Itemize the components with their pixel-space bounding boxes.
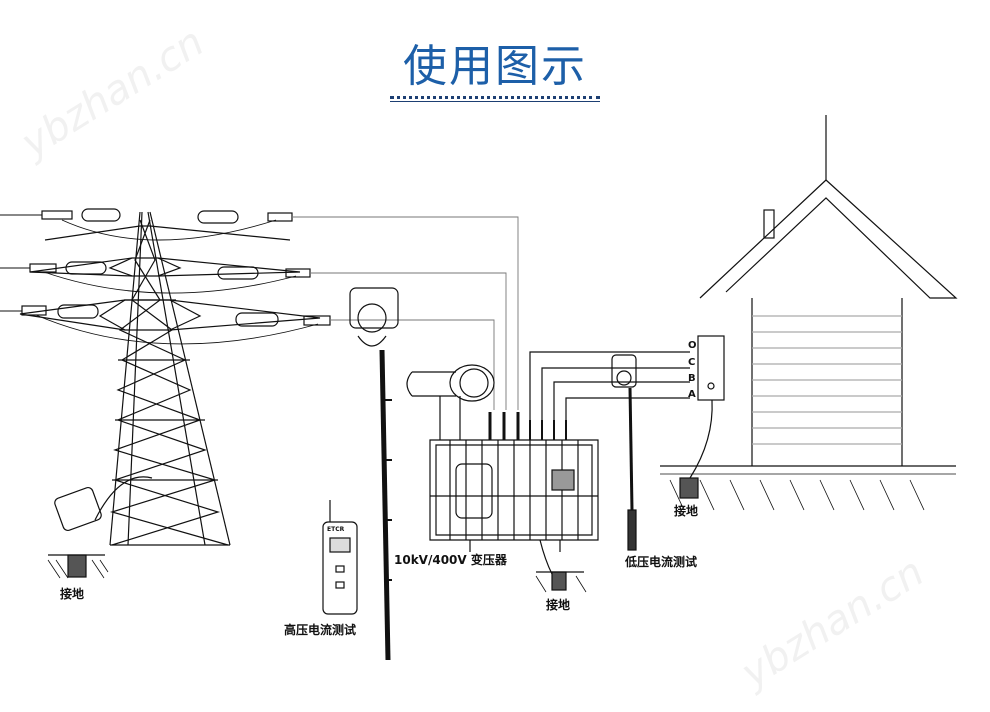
- transformer: [406, 364, 599, 593]
- ground-label-transformer: 接地: [546, 598, 571, 612]
- transformer-label: 10kV/400V 变压器: [394, 553, 507, 567]
- hv-clamp-meter: [349, 287, 399, 661]
- lv-clamp-meter: [611, 354, 637, 551]
- ground-clamp-tower: [47, 476, 153, 579]
- lv-lines: [529, 351, 690, 420]
- page-title: 使用图示: [403, 41, 587, 92]
- terminal-o: O: [688, 340, 697, 351]
- terminal-c: C: [688, 357, 696, 368]
- title-underline-dotted: [390, 96, 600, 99]
- terminal-b: B: [688, 373, 696, 384]
- ground-label-tower: 接地: [60, 587, 85, 601]
- title-underline: [390, 101, 600, 102]
- ground-label-house: 接地: [674, 504, 699, 518]
- conductors: [0, 214, 519, 410]
- meter-brand: ETCR: [327, 526, 345, 533]
- transmission-tower: [19, 211, 321, 546]
- terminal-a: A: [688, 389, 696, 400]
- house: [660, 115, 958, 511]
- insulators: [21, 208, 331, 327]
- lv-test-label: 低压电流测试: [625, 555, 698, 569]
- handheld-meter: [322, 500, 358, 615]
- hv-test-label: 高压电流测试: [284, 623, 357, 637]
